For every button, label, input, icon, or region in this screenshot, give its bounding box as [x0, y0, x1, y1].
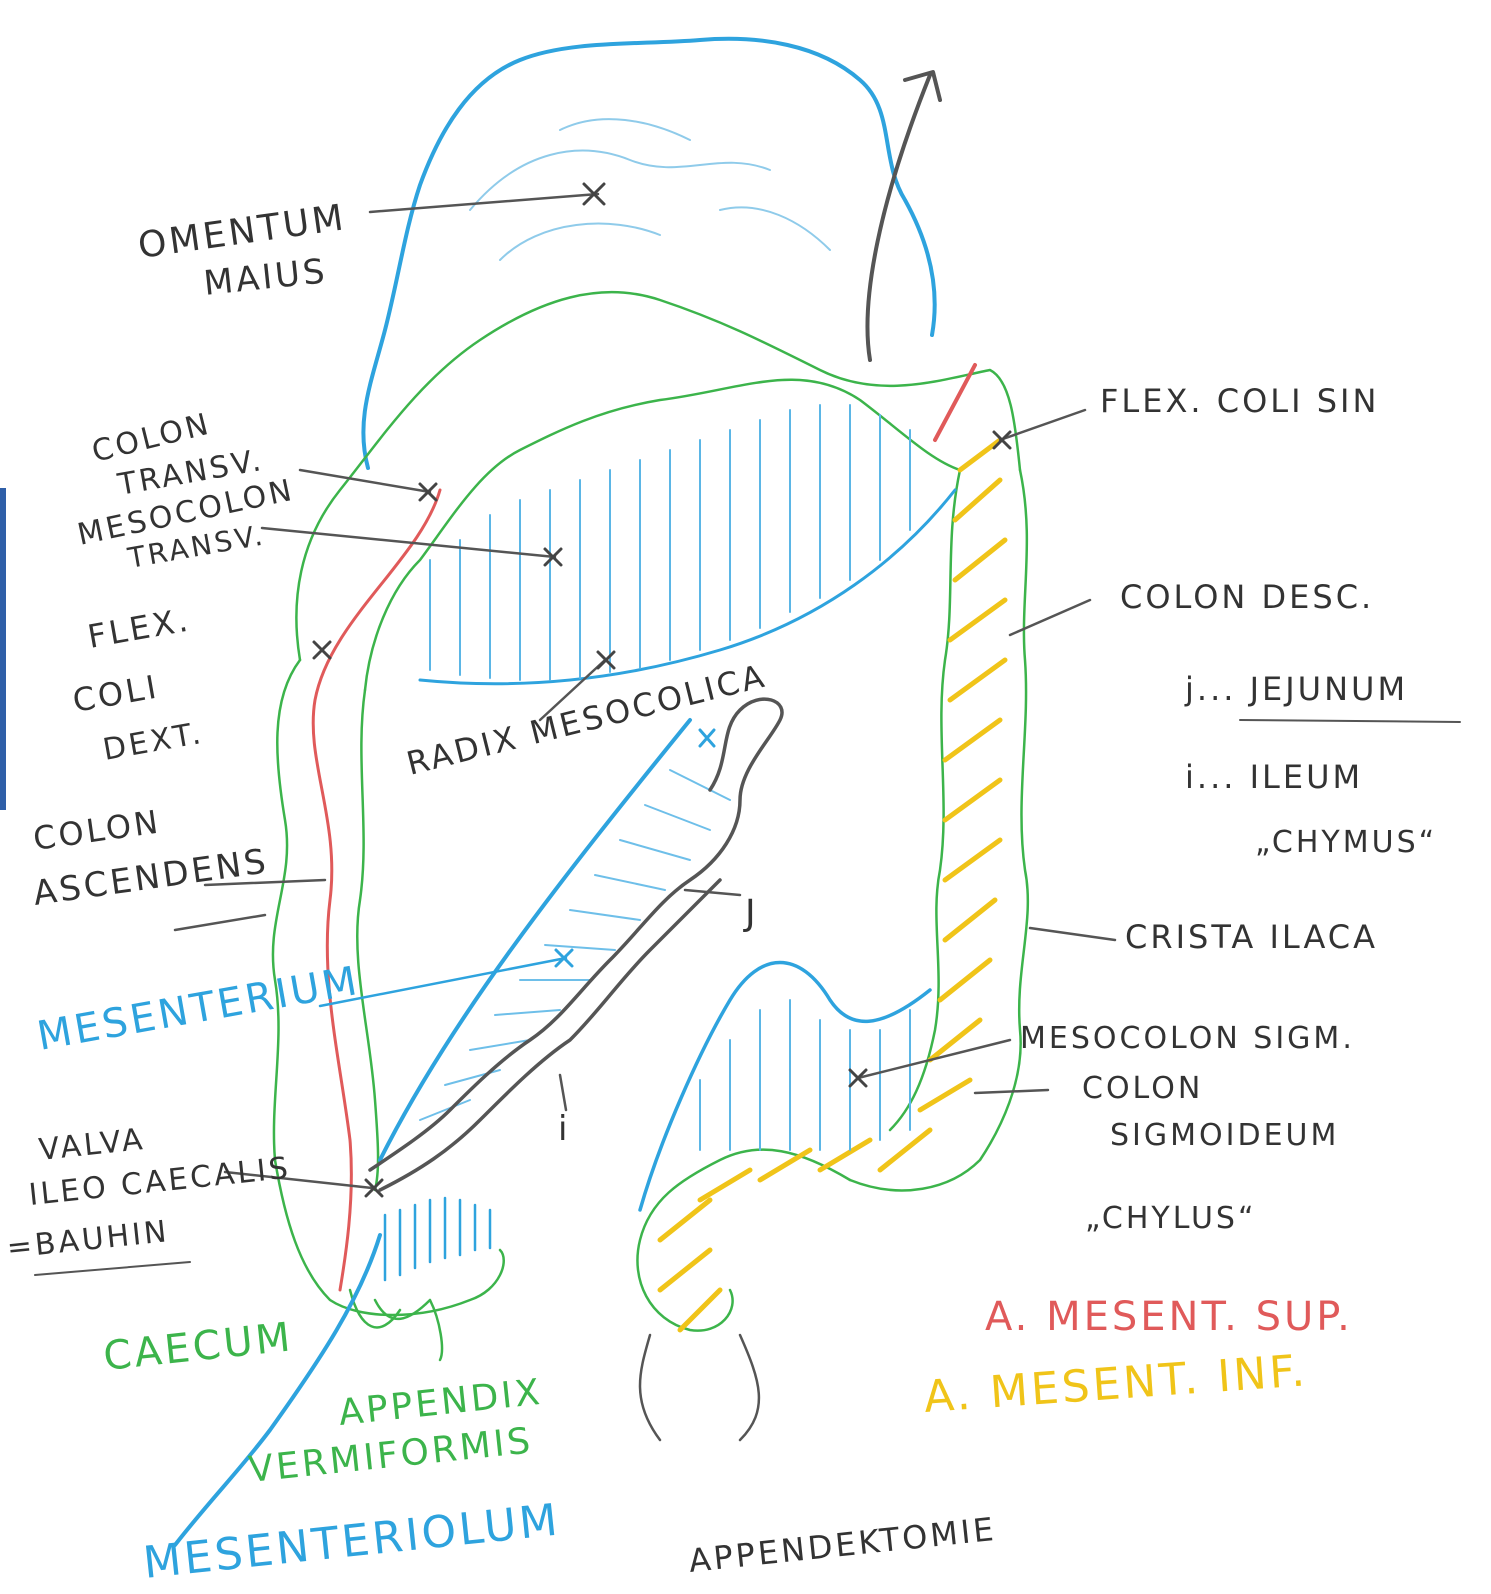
mesocolon-sigm-edge	[640, 963, 930, 1211]
colon-sigm-line-1: COLON	[1082, 1071, 1203, 1106]
mesenterium-hatch	[420, 770, 730, 1120]
chylus-label: „CHYLUS“	[1085, 1201, 1257, 1236]
a-mesent-sup-label: A. MESENT. SUP.	[985, 1294, 1353, 1340]
mesocolon-sigm-label: MESOCOLON SIGM.	[1020, 1021, 1355, 1056]
jejunum-ileum-loop-2	[380, 880, 720, 1190]
valva-line-1: VALVA	[37, 1122, 147, 1168]
colon-transversum-inner	[365, 380, 960, 690]
legend-jejunum: j... JEJUNUM	[1184, 670, 1408, 708]
omentum-outline	[363, 39, 934, 468]
flex-dext-label: FLEX. COLI DEXT.	[70, 600, 206, 767]
appendix-outline	[350, 1290, 442, 1360]
colon-ascendens-line-1: COLON	[31, 802, 163, 857]
mesenterium-root	[380, 720, 690, 1160]
mesocolon-transv-edge	[420, 490, 955, 684]
valva-line-3: =BAUHIN	[5, 1214, 171, 1266]
edge-strip	[0, 488, 6, 810]
colon-desc-label: COLON DESC.	[1120, 578, 1374, 616]
chymus-label: „CHYMUS“	[1255, 825, 1437, 860]
pull-arrow	[868, 72, 941, 360]
mesocolon-sigm-hatch	[700, 1000, 910, 1150]
colon-descendens	[850, 470, 1028, 1190]
omentum-line-2: MAIUS	[202, 251, 330, 304]
omentum-label: OMENTUM MAIUS	[136, 197, 349, 304]
ileum-marker: i	[558, 1109, 570, 1149]
flex-dext-line-3: DEXT.	[100, 716, 206, 768]
mesenterium-label: MESENTERIUM	[34, 958, 363, 1060]
bauhin-underline	[35, 1262, 190, 1275]
appendix-line-2: VERMIFORMIS	[247, 1420, 535, 1491]
omentum-inner	[470, 119, 830, 260]
colon-ascendens-label: COLON ASCENDENS	[31, 802, 271, 913]
valva-label: VALVA ILEO CAECALIS =BAUHIN	[5, 1122, 292, 1266]
a-mesent-sup-top	[935, 365, 975, 440]
flex-dext-line-2: COLI	[70, 667, 162, 719]
colon-sigm-line-2: SIGMOIDEUM	[1110, 1118, 1339, 1153]
jejunum-marker: J	[743, 893, 759, 934]
flex-dext-line-1: FLEX.	[85, 600, 194, 655]
mesenteriolum-line	[175, 1235, 380, 1545]
legend-underline	[1240, 720, 1460, 722]
crista-label: CRISTA ILACA	[1125, 918, 1378, 956]
a-mesent-inf-hatch	[660, 440, 1005, 1330]
caecum-hatch	[385, 1198, 490, 1280]
rectum-outline	[640, 1335, 759, 1440]
colon-sigmoideum	[637, 1150, 850, 1331]
flex-sin-label: FLEX. COLI SIN	[1100, 382, 1379, 420]
appendektomie-label: APPENDEKTOMIE	[687, 1510, 998, 1580]
colon-transversum-outer	[296, 292, 1020, 660]
a-mesent-inf-label: A. MESENT. INF.	[922, 1345, 1309, 1423]
mesocolon-transv-hatch	[430, 405, 910, 680]
legend-ileum: i... ILEUM	[1185, 758, 1363, 796]
caecum-label: CAECUM	[101, 1314, 295, 1380]
